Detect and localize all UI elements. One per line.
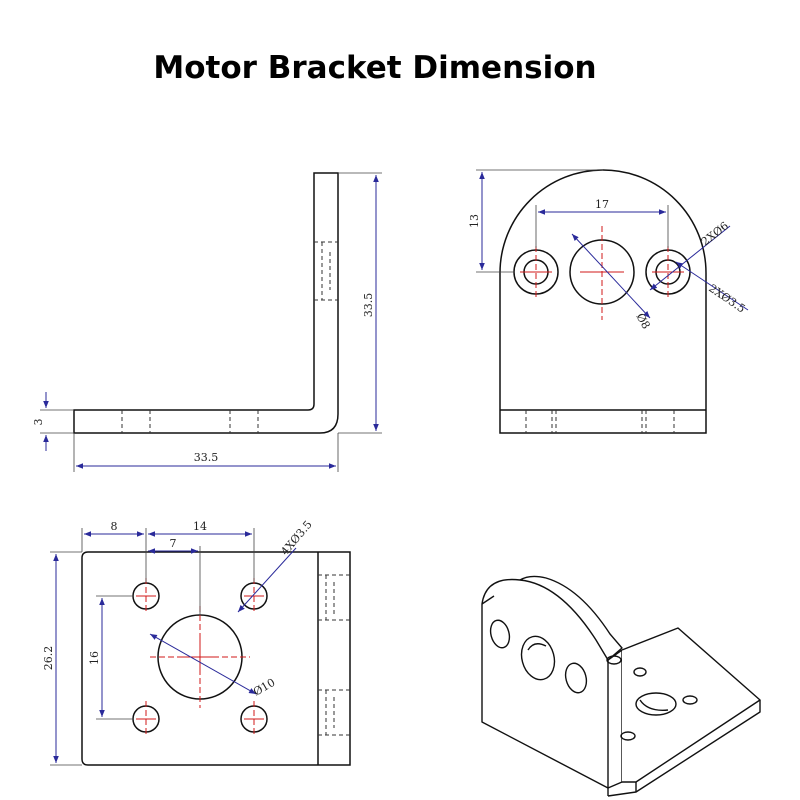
side-view-profile (73, 172, 339, 434)
side-height-label: 33.5 (362, 293, 375, 318)
base-height-label: 26.2 (42, 646, 55, 671)
page-title: Motor Bracket Dimension (153, 50, 597, 86)
side-thickness-label: 3 (32, 419, 45, 426)
base-spacing-label: 14 (193, 520, 207, 533)
base-offset-label: 8 (111, 520, 118, 533)
side-length-label: 33.5 (194, 451, 219, 464)
base-view: 8 14 7 26.2 16 4XØ3.5 Ø10 (42, 518, 351, 766)
front-view: 13 17 2XØ6 2XØ3.5 Ø8 (468, 169, 749, 434)
isometric-view (481, 575, 761, 797)
front-height-label: 13 (468, 214, 481, 228)
front-view-outline (499, 169, 707, 434)
base-half-label: 7 (170, 537, 177, 550)
front-hole-small-label: 2XØ6 (699, 219, 731, 248)
base-view-outline (81, 551, 351, 766)
base-center-hole-label: Ø10 (251, 676, 277, 699)
front-center-hole-label: Ø8 (633, 311, 652, 331)
front-hole-tiny-label: 2XØ3.5 (706, 282, 747, 316)
side-view: 33.5 33.5 3 (32, 172, 382, 472)
base-vertical-spacing-label: 16 (88, 651, 101, 665)
front-spacing-label: 17 (595, 198, 609, 211)
